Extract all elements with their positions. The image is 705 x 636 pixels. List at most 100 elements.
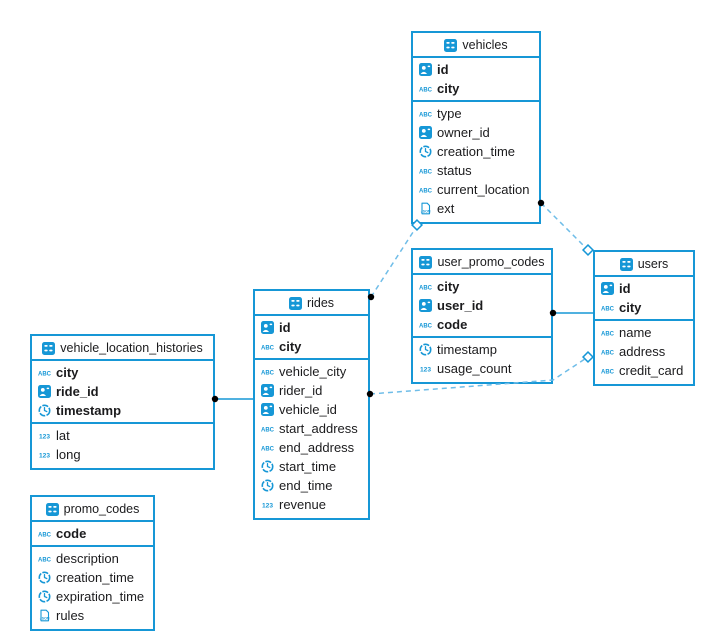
svg-text:ABC: ABC: [601, 331, 614, 337]
field-row: ABC name: [595, 323, 693, 342]
relationship-vehicles-users[interactable]: [537, 199, 595, 257]
field-row: ABC code: [32, 524, 153, 543]
table-users[interactable]: users id ABC city ABC name ABC address A…: [593, 250, 695, 386]
table-title: rides: [306, 296, 335, 310]
abc-icon: ABC: [38, 552, 51, 565]
field-name: start_address: [279, 421, 358, 436]
svg-text:ABC: ABC: [601, 350, 614, 356]
field-name: lat: [56, 428, 70, 443]
clock-icon: [38, 571, 51, 584]
field-name: address: [619, 344, 666, 359]
field-row: ABC current_location: [413, 180, 539, 199]
table-vehicle_location_histories[interactable]: vehicle_location_histories ABC city ride…: [30, 334, 215, 470]
fields-section: ABC description creation_time expiration…: [32, 547, 153, 629]
field-name: name: [619, 325, 652, 340]
field-name: city: [437, 279, 460, 294]
clock-icon: [38, 590, 51, 603]
person-icon: [261, 384, 274, 397]
table-title: promo_codes: [63, 502, 140, 516]
table-title: vehicles: [462, 38, 508, 52]
connector-dot: [367, 293, 375, 301]
relationship-rides-vehicles[interactable]: [367, 218, 424, 301]
fields-section: timestamp 123 usage_count: [413, 338, 551, 382]
table-icon: [288, 296, 302, 310]
relationship-rides-users[interactable]: [366, 350, 595, 398]
table-rides[interactable]: rides id ABC city ABC vehicle_city rider…: [253, 289, 370, 520]
svg-text:ABC: ABC: [419, 112, 432, 118]
field-name: rider_id: [279, 383, 323, 398]
svg-text:ABC: ABC: [261, 446, 274, 452]
svg-text:ABC: ABC: [601, 369, 614, 375]
relationship-vehicle_location_histories-rides[interactable]: [211, 395, 253, 403]
table-promo_codes[interactable]: promo_codes ABC code ABC description cre…: [30, 495, 155, 631]
field-name: city: [56, 365, 79, 380]
abc-icon: ABC: [419, 183, 432, 196]
clock-icon: [419, 145, 432, 158]
field-row: expiration_time: [32, 587, 153, 606]
field-name: city: [437, 81, 460, 96]
num-icon: 123: [38, 448, 51, 461]
svg-text:ABC: ABC: [38, 557, 51, 563]
field-name: ext: [437, 201, 455, 216]
svg-text:JSON: JSON: [40, 616, 50, 620]
person-icon: [38, 385, 51, 398]
field-row: ABC type: [413, 104, 539, 123]
abc-icon: ABC: [261, 365, 274, 378]
field-row: creation_time: [413, 142, 539, 161]
connector-diamond: [581, 243, 595, 257]
field-row: ABC city: [413, 79, 539, 98]
svg-text:ABC: ABC: [419, 87, 432, 93]
field-name: vehicle_id: [279, 402, 337, 417]
field-name: end_address: [279, 440, 355, 455]
abc-icon: ABC: [38, 366, 51, 379]
field-row: timestamp: [413, 340, 551, 359]
svg-text:ABC: ABC: [261, 345, 274, 351]
abc-icon: ABC: [419, 164, 432, 177]
field-name: vehicle_city: [279, 364, 347, 379]
field-name: revenue: [279, 497, 326, 512]
abc-icon: ABC: [601, 326, 614, 339]
person-icon: [261, 403, 274, 416]
field-name: timestamp: [437, 342, 497, 357]
field-row: ABC city: [255, 337, 368, 356]
field-row: 123 usage_count: [413, 359, 551, 378]
abc-icon: ABC: [419, 318, 432, 331]
field-name: end_time: [279, 478, 333, 493]
field-row: vehicle_id: [255, 400, 368, 419]
field-row: ABC start_address: [255, 419, 368, 438]
svg-text:JSON: JSON: [421, 209, 431, 213]
json-icon: JSON: [419, 202, 432, 215]
field-name: id: [279, 320, 291, 335]
connector-dot: [211, 395, 219, 403]
fields-section: ABC type owner_id creation_time ABC stat…: [413, 102, 539, 222]
field-name: expiration_time: [56, 589, 145, 604]
fields-section: ABC vehicle_city rider_id vehicle_id ABC…: [255, 360, 368, 518]
table-vehicles[interactable]: vehicles id ABC city ABC type owner_id c…: [411, 31, 541, 224]
abc-icon: ABC: [261, 441, 274, 454]
num-icon: 123: [419, 362, 432, 375]
clock-icon: [261, 460, 274, 473]
table-title: vehicle_location_histories: [60, 341, 203, 355]
person-icon: [419, 63, 432, 76]
connector-diamond: [410, 218, 424, 232]
primary-key-section: id ABC city: [413, 58, 539, 102]
field-row: owner_id: [413, 123, 539, 142]
table-header: user_promo_codes: [413, 250, 551, 275]
relationship-user_promo_codes-users[interactable]: [549, 309, 593, 317]
abc-icon: ABC: [601, 364, 614, 377]
field-row: end_time: [255, 476, 368, 495]
person-icon: [261, 321, 274, 334]
field-name: ride_id: [56, 384, 99, 399]
table-icon: [45, 502, 59, 516]
svg-text:123: 123: [262, 502, 273, 509]
field-row: id: [255, 318, 368, 337]
svg-text:123: 123: [420, 366, 431, 373]
field-name: status: [437, 163, 472, 178]
abc-icon: ABC: [261, 422, 274, 435]
json-icon: JSON: [38, 609, 51, 622]
table-user_promo_codes[interactable]: user_promo_codes ABC city user_id ABC co…: [411, 248, 553, 384]
field-name: current_location: [437, 182, 530, 197]
field-row: ABC status: [413, 161, 539, 180]
fields-section: ABC name ABC address ABC credit_card: [595, 321, 693, 384]
table-title: user_promo_codes: [437, 255, 545, 269]
